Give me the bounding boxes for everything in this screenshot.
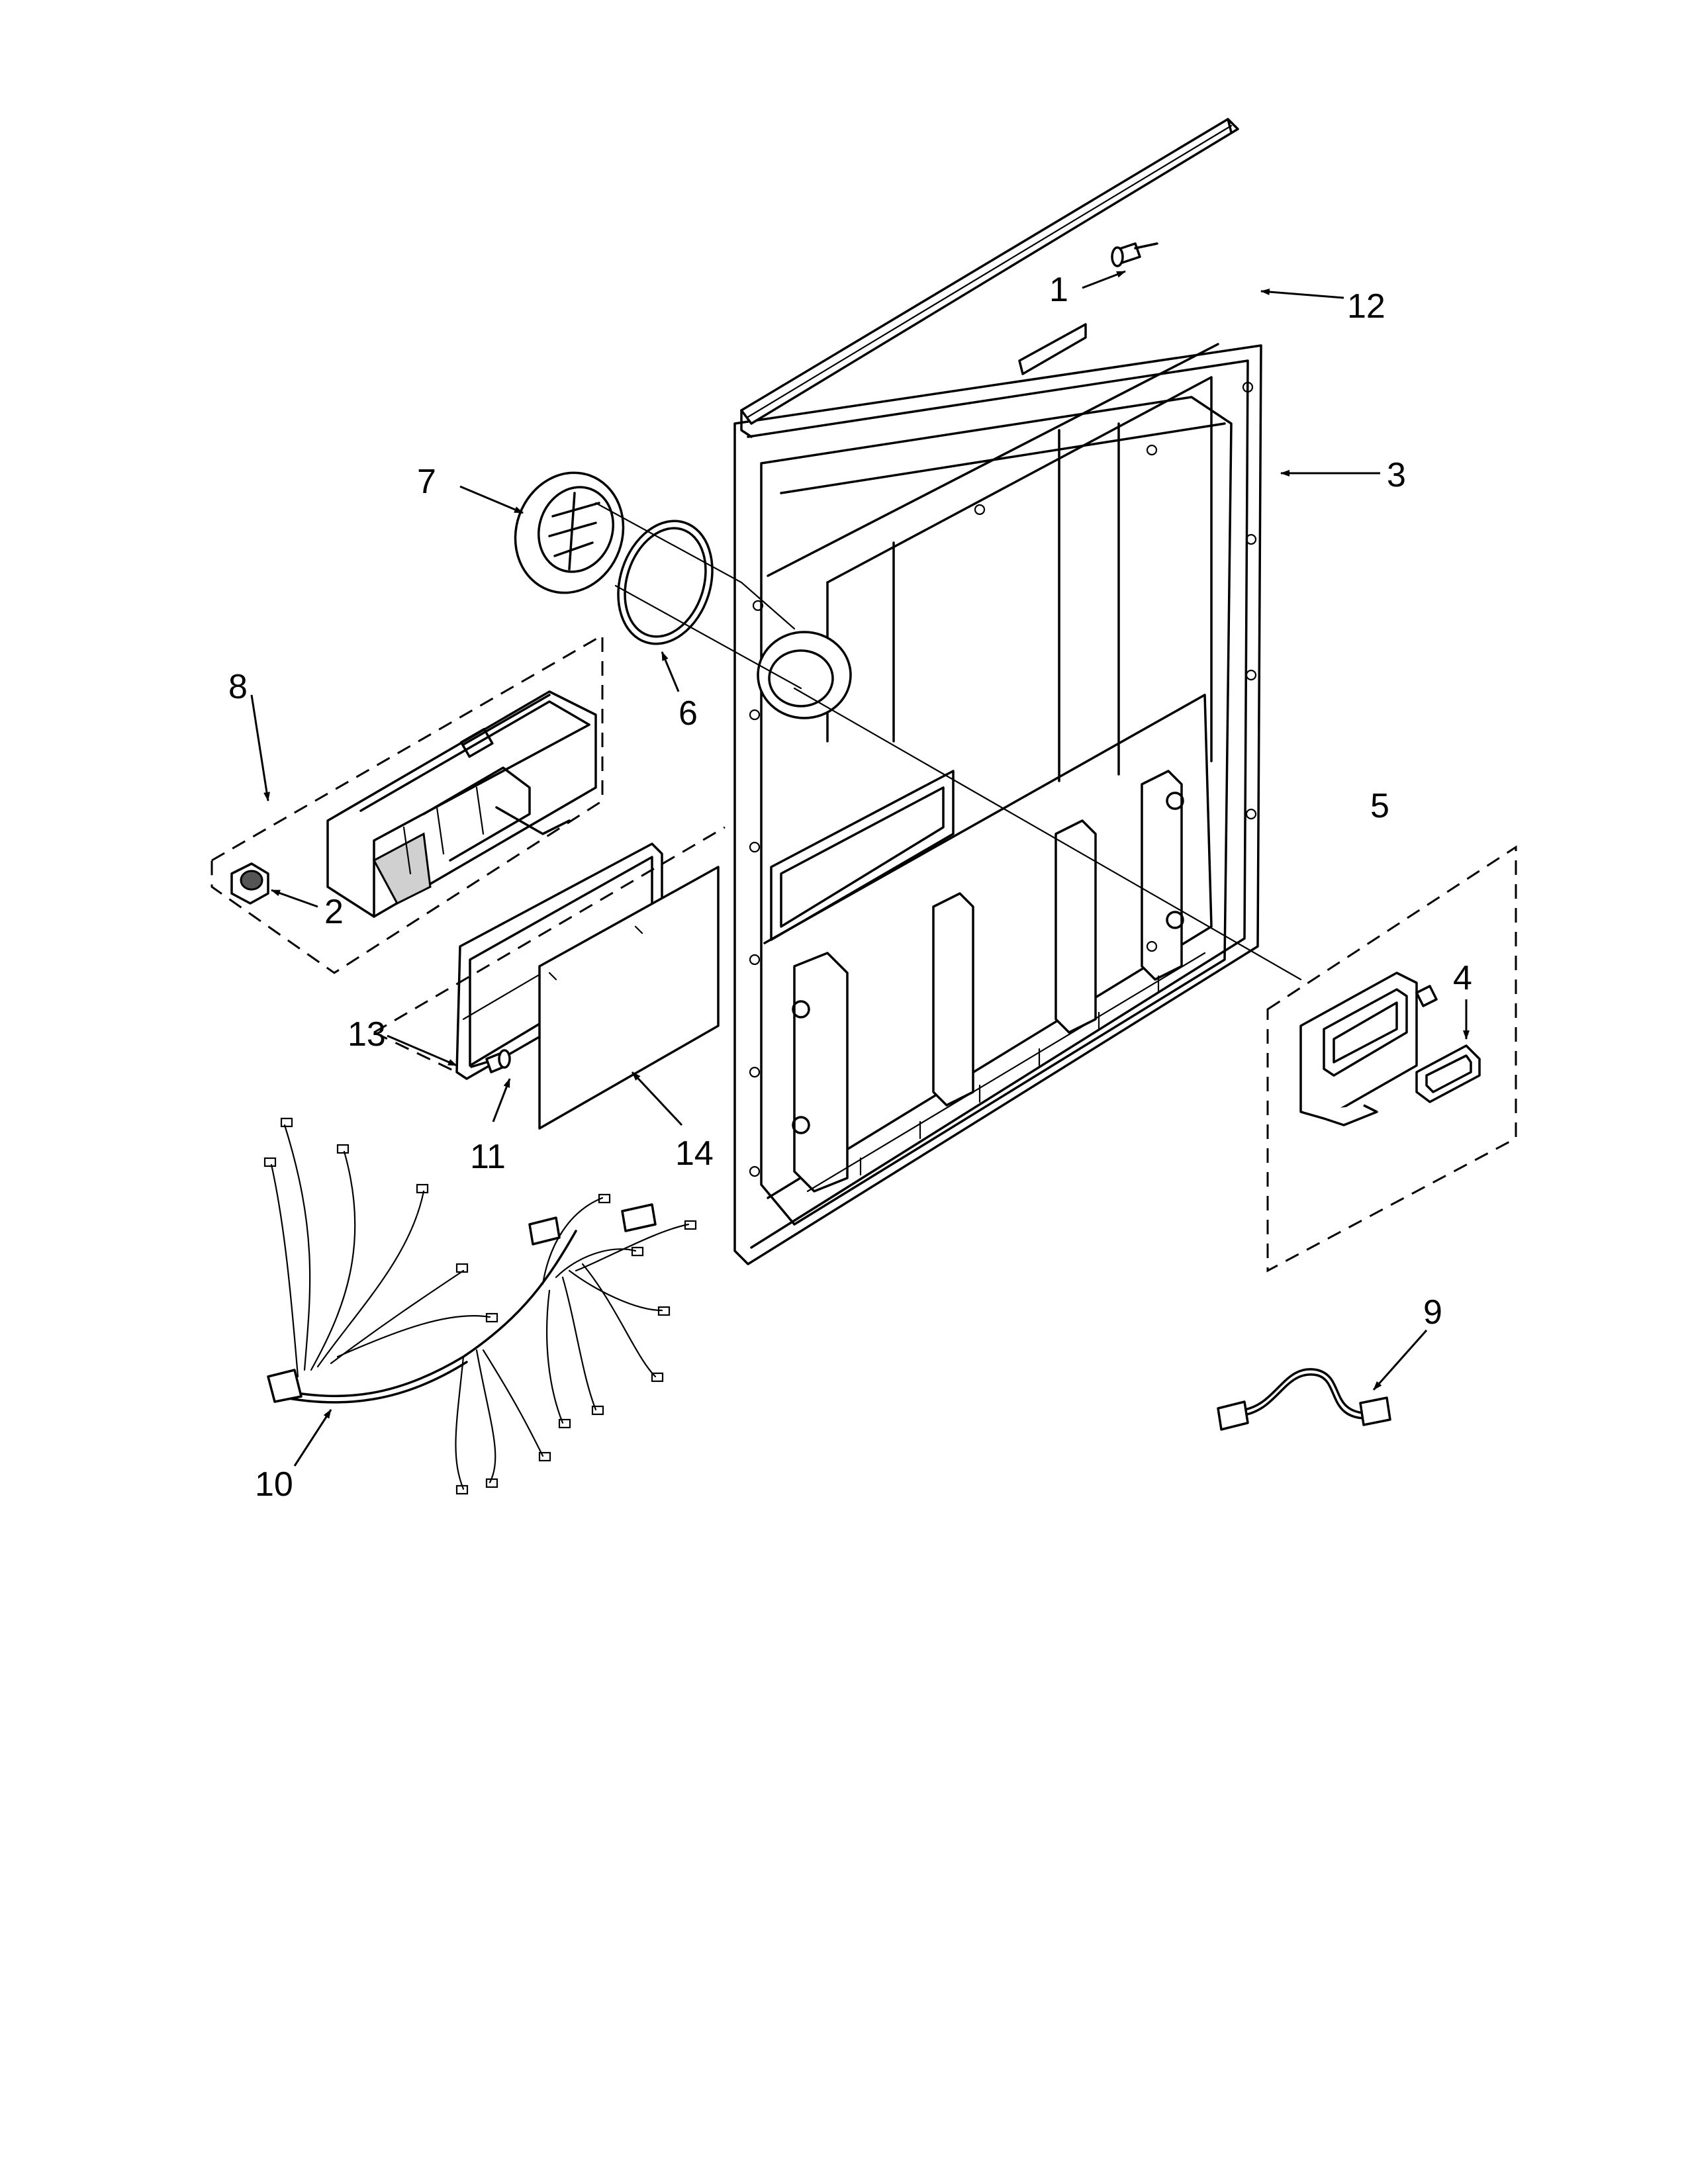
callout-1: 1 <box>1049 271 1068 309</box>
nut-part-2 <box>230 862 269 905</box>
screw-part-11 <box>470 1049 511 1073</box>
callout-8: 8 <box>228 668 248 706</box>
callout-12: 12 <box>1347 287 1385 326</box>
wire-jumper <box>1217 1368 1391 1431</box>
callout-11: 11 <box>470 1138 506 1176</box>
door-top-rail <box>740 118 1239 438</box>
latch-gasket <box>1415 1044 1481 1103</box>
dispenser-assembly <box>211 633 604 974</box>
inner-door-panel <box>733 343 1262 1265</box>
callout-6: 6 <box>679 694 698 733</box>
alignment-line-vent-2 <box>614 584 802 690</box>
latch-assembly <box>1266 845 1517 1273</box>
callout-7: 7 <box>417 463 436 501</box>
callout-5: 5 <box>1370 787 1389 825</box>
wire-harness <box>263 1117 697 1495</box>
vent-gasket-ring <box>617 520 714 645</box>
callout-10: 10 <box>255 1465 293 1504</box>
control-board <box>538 866 720 1130</box>
alignment-line-vent <box>594 502 796 630</box>
board-group-bracket <box>373 826 726 1073</box>
callout-4: 4 <box>1453 959 1472 997</box>
screw-part-1 <box>1111 242 1158 267</box>
leader-lines <box>250 270 1470 1467</box>
callout-13: 13 <box>348 1015 386 1054</box>
callout-9: 9 <box>1423 1293 1442 1332</box>
callout-labels: 1 2 3 4 5 6 7 8 9 10 11 12 13 14 <box>228 271 1472 1504</box>
callout-3: 3 <box>1387 456 1406 494</box>
callout-2: 2 <box>324 893 344 931</box>
alignment-line-latch <box>793 687 1302 981</box>
callout-14: 14 <box>675 1134 714 1173</box>
